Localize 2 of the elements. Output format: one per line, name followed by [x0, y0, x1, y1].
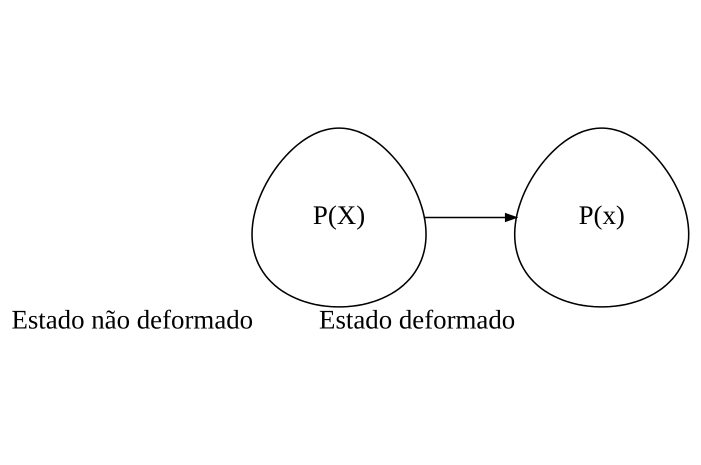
arrow	[424, 212, 518, 222]
node-label: Estado não deformado	[11, 304, 254, 334]
